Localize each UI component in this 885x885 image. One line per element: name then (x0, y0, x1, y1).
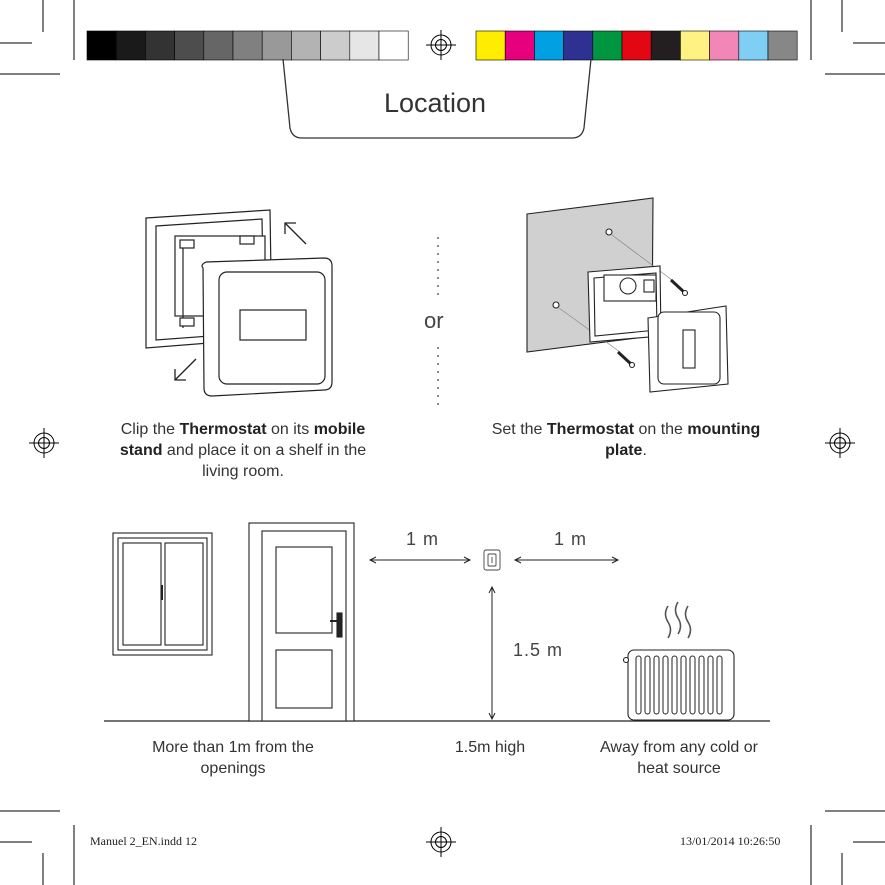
grayscale-swatch (115, 30, 146, 61)
distance-right-label: 1 m (554, 529, 588, 549)
grayscale-swatch (378, 30, 409, 61)
process-color-swatch (534, 30, 564, 61)
window-illustration (112, 532, 213, 656)
thermostat-on-stand-illustration (145, 209, 333, 397)
process-color-swatch (650, 30, 681, 61)
height-label: 1.5 m (513, 640, 564, 660)
or-separator-label: or (424, 308, 444, 333)
process-color-swatch (738, 30, 769, 61)
mounting-plate-caption: Set the Thermostat on the mounting plate… (491, 421, 761, 459)
timestamp-slug: 13/01/2014 10:26:50 (680, 834, 781, 848)
title-tab (282, 58, 592, 139)
door-illustration (248, 522, 355, 722)
distance-arrows (368, 556, 620, 721)
grayscale-swatch (203, 30, 234, 61)
option-separator (437, 237, 439, 405)
heat-waves-icon (664, 601, 692, 639)
process-color-swatch (680, 30, 710, 61)
grayscale-swatch (349, 30, 380, 61)
grayscale-swatch (232, 30, 263, 61)
wall-thermostat-icon (483, 549, 501, 571)
clip-arrows (174, 222, 307, 381)
file-info-slug: Manuel 2_EN.indd 12 (90, 834, 197, 848)
grayscale-swatch (291, 30, 321, 61)
process-color-swatch (504, 30, 535, 61)
thermostat-mounting-plate-illustration (526, 197, 729, 393)
grayscale-color-bar (86, 30, 409, 61)
distance-left-label: 1 m (406, 529, 440, 549)
process-color-swatch (709, 30, 740, 61)
process-color-swatch (767, 30, 798, 61)
process-color-bar (475, 30, 798, 61)
grayscale-swatch (320, 30, 351, 61)
page-title: Location (383, 88, 487, 118)
process-color-swatch (621, 30, 652, 61)
registration-marks (29, 30, 855, 857)
mobile-stand-caption: Clip the Thermostat on its mobile stand … (119, 421, 367, 480)
height-caption: 1.5m high (454, 739, 526, 756)
openings-caption: More than 1m from the openings (152, 739, 314, 777)
grayscale-swatch (174, 30, 205, 61)
process-color-swatch (563, 30, 594, 61)
grayscale-swatch (145, 30, 175, 61)
process-color-swatch (475, 30, 506, 61)
heat-source-caption: Away from any cold or heat source (600, 739, 758, 777)
radiator-illustration (622, 649, 735, 721)
process-color-swatch (592, 30, 623, 61)
grayscale-swatch (86, 30, 117, 61)
grayscale-swatch (261, 30, 292, 61)
